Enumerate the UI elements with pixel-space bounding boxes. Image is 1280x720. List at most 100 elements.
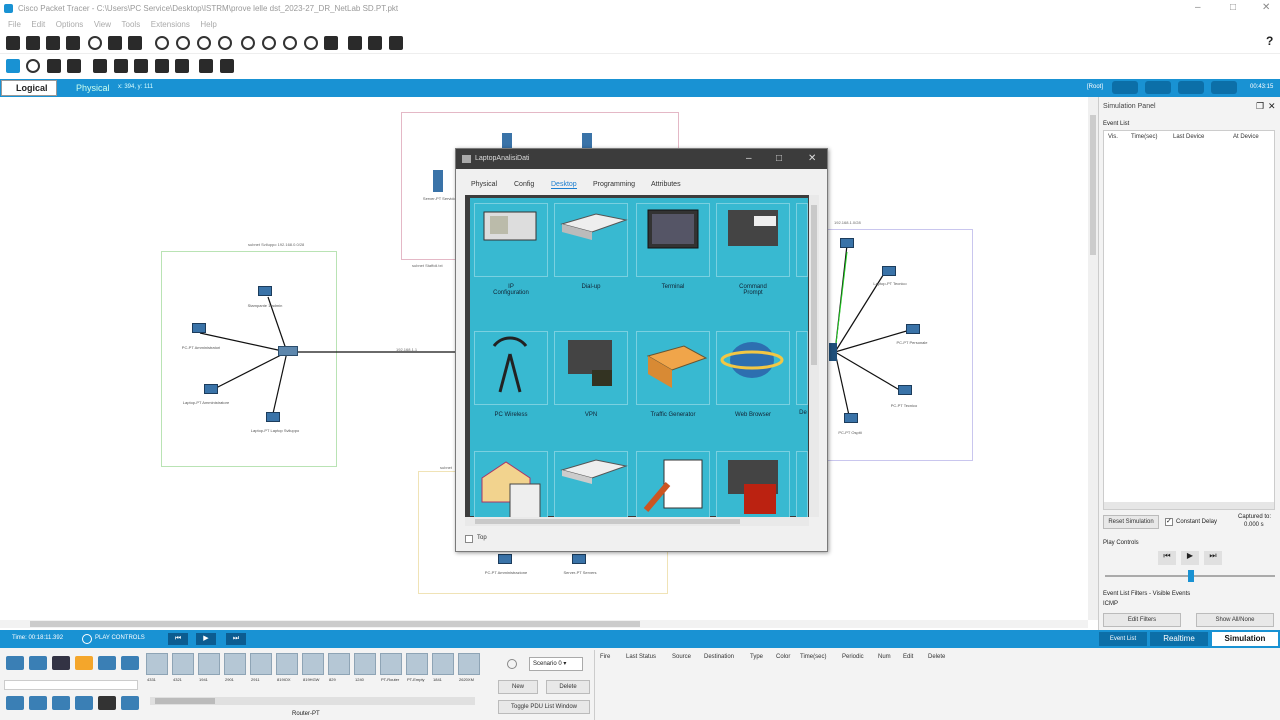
- menu-file[interactable]: File: [8, 20, 21, 29]
- copy-icon[interactable]: [155, 36, 169, 50]
- rectangle-icon[interactable]: [134, 59, 148, 73]
- app-tile-modem[interactable]: [554, 203, 628, 277]
- dialog-close-icon[interactable]: ✕: [808, 153, 817, 164]
- new-cluster-button[interactable]: [1145, 81, 1171, 94]
- device-subtype-7[interactable]: [328, 653, 350, 675]
- app-tile-command-prompt[interactable]: [716, 203, 790, 277]
- end-devices-icon[interactable]: [29, 656, 47, 670]
- move-object-button[interactable]: [1178, 81, 1204, 94]
- print-icon[interactable]: [66, 36, 80, 50]
- server-device-b[interactable]: [582, 133, 592, 149]
- simple-pdu-icon[interactable]: [199, 59, 213, 73]
- zoom-reset-icon[interactable]: [262, 36, 276, 50]
- note-icon[interactable]: [93, 59, 107, 73]
- dialog-titlebar[interactable]: [456, 149, 827, 169]
- menu-extensions[interactable]: Extensions: [150, 20, 190, 29]
- wireless-devices-icon[interactable]: [75, 696, 93, 710]
- menu-options[interactable]: Options: [55, 20, 84, 29]
- set-tiled-background-button[interactable]: [1211, 81, 1237, 94]
- pdu-icon[interactable]: [368, 36, 382, 50]
- speed-slider-thumb[interactable]: [1188, 570, 1194, 582]
- line-icon[interactable]: [114, 59, 128, 73]
- app-tile-ip-config[interactable]: [474, 203, 548, 277]
- dialog-hscroll-thumb[interactable]: [475, 519, 740, 524]
- device-subtype-4[interactable]: [250, 653, 272, 675]
- ellipse-icon[interactable]: [155, 59, 169, 73]
- show-all-none-button[interactable]: Show All/None: [1196, 613, 1274, 627]
- simulation-button[interactable]: Simulation: [1212, 632, 1278, 646]
- tab-logical[interactable]: Logical: [1, 80, 57, 96]
- tab-physical[interactable]: Physical: [70, 81, 114, 95]
- sim-close-icon[interactable]: ✕: [1268, 101, 1276, 111]
- save-icon[interactable]: [46, 36, 60, 50]
- top-checkbox[interactable]: [465, 535, 473, 543]
- bottom-step-forward-icon[interactable]: ⏭: [226, 633, 246, 645]
- pc-device-right-a[interactable]: [882, 266, 896, 276]
- app-tile-ipv4-firewall[interactable]: [716, 451, 790, 525]
- dialog-vscroll-thumb[interactable]: [811, 205, 817, 365]
- laptop-device-right[interactable]: [840, 238, 854, 248]
- subtype-hscroll[interactable]: [150, 697, 475, 705]
- zone-left[interactable]: [161, 251, 337, 467]
- delete-scenario-button[interactable]: Delete: [546, 680, 590, 694]
- minimize-icon[interactable]: –: [1195, 2, 1201, 13]
- connections-icon[interactable]: [75, 656, 93, 670]
- device-subtype-2[interactable]: [198, 653, 220, 675]
- app-tile-wireless-antenna[interactable]: [474, 331, 548, 405]
- workspace-vscroll-thumb[interactable]: [1090, 115, 1096, 255]
- complex-pdu-icon[interactable]: [220, 59, 234, 73]
- toggle-pdu-list-button[interactable]: Toggle PDU List Window: [498, 700, 590, 714]
- resize-icon[interactable]: [67, 59, 81, 73]
- server-device-top[interactable]: [433, 170, 443, 192]
- wizard-icon[interactable]: [108, 36, 122, 50]
- pc-device-left[interactable]: [192, 323, 206, 333]
- bottom-step-back-icon[interactable]: ⏮: [168, 633, 188, 645]
- select-icon[interactable]: [6, 59, 20, 73]
- zoom-out-icon[interactable]: [283, 36, 297, 50]
- menu-tools[interactable]: Tools: [121, 20, 141, 29]
- device-subtype-8[interactable]: [354, 653, 376, 675]
- device-search-input[interactable]: [4, 680, 138, 690]
- pc-device-right-d[interactable]: [844, 413, 858, 423]
- device-subtype-9[interactable]: [380, 653, 402, 675]
- inspect-icon[interactable]: [26, 59, 40, 73]
- pc-device-right-b[interactable]: [906, 324, 920, 334]
- pc-device-bottom-b[interactable]: [572, 554, 586, 564]
- server-device-a[interactable]: [502, 133, 512, 149]
- menu-view[interactable]: View: [93, 20, 112, 29]
- step-forward-icon[interactable]: ⏭: [1204, 551, 1222, 565]
- redo-icon[interactable]: [218, 36, 232, 50]
- viewport-icon[interactable]: [348, 36, 362, 50]
- info-icon[interactable]: [88, 36, 102, 50]
- realtime-button[interactable]: Realtime: [1150, 632, 1208, 646]
- device-subtype-5[interactable]: [276, 653, 298, 675]
- maximize-icon[interactable]: □: [1230, 2, 1237, 13]
- device-subtype-10[interactable]: [406, 653, 428, 675]
- app-tile-email[interactable]: [474, 451, 548, 525]
- new-scenario-button[interactable]: New: [498, 680, 538, 694]
- security-icon[interactable]: [98, 696, 116, 710]
- app-tile-traffic-generator[interactable]: [636, 331, 710, 405]
- play-icon[interactable]: ▶: [1181, 551, 1199, 565]
- app-tile-text-editor[interactable]: [636, 451, 710, 525]
- bottom-play-icon[interactable]: ▶: [196, 633, 216, 645]
- dialog-minimize-icon[interactable]: –: [746, 153, 752, 164]
- components-icon[interactable]: [52, 656, 70, 670]
- laptop-device-left[interactable]: [204, 384, 218, 394]
- dialog-tab-desktop[interactable]: Desktop: [551, 181, 577, 189]
- app-tile-terminal[interactable]: [636, 203, 710, 277]
- activity-wizard-icon[interactable]: [389, 36, 403, 50]
- pc-device-right-c[interactable]: [898, 385, 912, 395]
- laptop-device-bottom[interactable]: [266, 412, 280, 422]
- event-list-table[interactable]: [1103, 130, 1275, 510]
- open-icon[interactable]: [26, 36, 40, 50]
- freeform-icon[interactable]: [175, 59, 189, 73]
- switch-left[interactable]: [278, 346, 298, 356]
- dialog-tab-programming[interactable]: Programming: [593, 181, 636, 188]
- constant-delay-checkbox[interactable]: ✓: [1165, 518, 1173, 526]
- subtype-hscroll-thumb[interactable]: [155, 698, 215, 704]
- new-icon[interactable]: [6, 36, 20, 50]
- dialog-tab-attributes[interactable]: Attributes: [651, 181, 681, 188]
- undo-icon[interactable]: [197, 36, 211, 50]
- dialog-tab-physical[interactable]: Physical: [471, 181, 498, 188]
